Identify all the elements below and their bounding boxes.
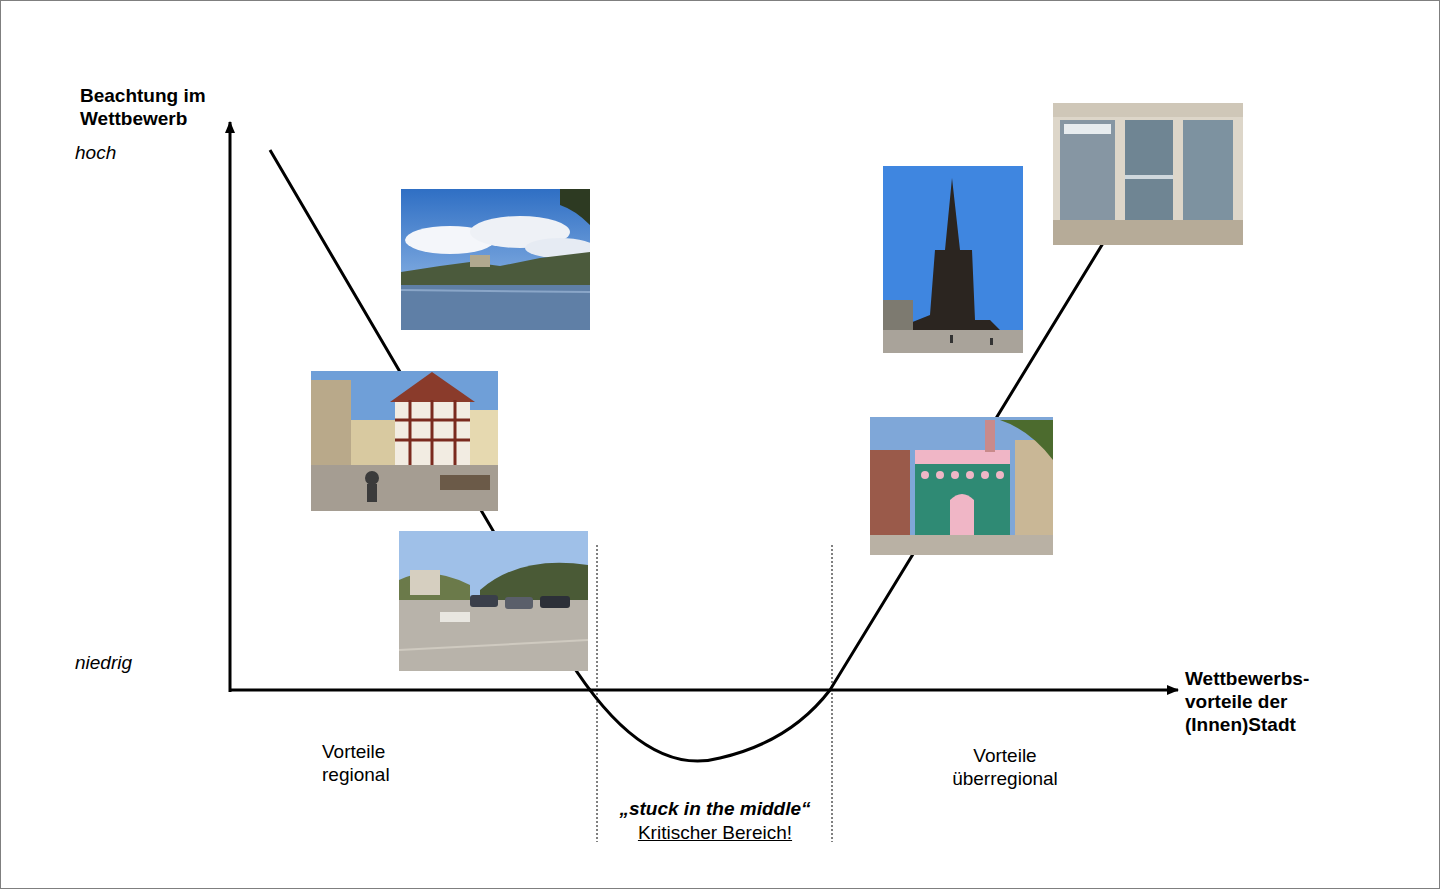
- photo-outlet: [1053, 103, 1243, 245]
- photo-parking: [399, 531, 588, 671]
- region-note: Kritischer Bereich!: [600, 821, 830, 844]
- axis-label: Wettbewerbs- vorteile der (Innen)Stadt: [1185, 667, 1320, 736]
- photo-cathedral: [883, 166, 1023, 353]
- y-axis: [229, 122, 232, 692]
- region-label: Vorteile überregional: [930, 744, 1080, 790]
- axis-label: Beachtung im Wettbewerb: [80, 84, 230, 130]
- divider: [597, 545, 598, 842]
- axis-tick-label: niedrig: [75, 651, 165, 674]
- region-label: Vorteile regional: [322, 740, 417, 786]
- photo-lake: [401, 189, 590, 330]
- region-label: „stuck in the middle“: [600, 797, 830, 820]
- photo-colorful-building: [870, 417, 1053, 555]
- photo-town-square: [311, 371, 498, 511]
- divider: [832, 545, 833, 842]
- curve: [270, 150, 1105, 761]
- axis-tick-label: hoch: [75, 141, 155, 164]
- x-axis: [229, 689, 1178, 692]
